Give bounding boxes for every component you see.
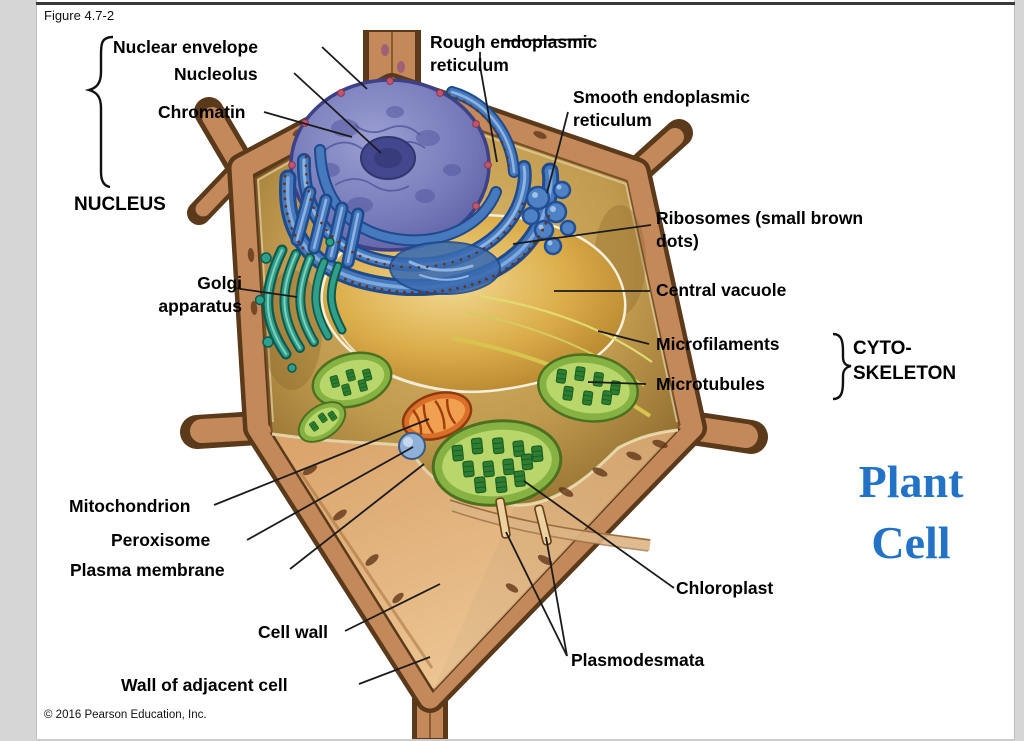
- endoplasmic-reticulum-illustration: [279, 86, 577, 297]
- label-wall-of-adjacent-cell: Wall of adjacent cell: [121, 675, 288, 695]
- label-smooth-er: Smooth endoplasmic reticulum: [573, 87, 750, 131]
- label-mitochondrion: Mitochondrion: [69, 496, 191, 516]
- plasmodesmata-illustration: [495, 497, 552, 546]
- nucleus-brace: [84, 35, 114, 189]
- golgi-apparatus-illustration: [254, 237, 347, 373]
- viewer-bottom-border: [36, 739, 1015, 741]
- peroxisome-illustration: [398, 432, 426, 460]
- chloroplast-illustration: [297, 351, 639, 443]
- viewer-left-gutter: [0, 0, 37, 741]
- label-chloroplast: Chloroplast: [676, 578, 774, 598]
- label-plasmodesmata: Plasmodesmata: [571, 650, 705, 670]
- viewer-top-border: [36, 2, 1015, 5]
- label-nucleus: NUCLEUS: [74, 194, 166, 215]
- label-peroxisome: Peroxisome: [111, 530, 211, 550]
- mitochondrion-illustration: [401, 391, 473, 441]
- label-chromatin: Chromatin: [158, 102, 246, 122]
- braces: [84, 35, 852, 401]
- copyright-notice: © 2016 Pearson Education, Inc.: [44, 709, 207, 721]
- label-rough-er: Rough endoplasmic reticulum: [430, 32, 598, 76]
- label-golgi-apparatus: Golgi apparatus: [158, 273, 242, 317]
- label-cytoskeleton: CYTO- SKELETON: [853, 338, 957, 385]
- plant-cell-title: Plant Cell: [858, 456, 964, 568]
- figure-number: Figure 4.7-2: [44, 8, 115, 23]
- cytoskeleton-brace: [832, 332, 852, 401]
- label-microfilaments: Microfilaments: [656, 334, 780, 354]
- label-nucleolus: Nucleolus: [174, 64, 258, 84]
- label-plasma-membrane: Plasma membrane: [70, 560, 225, 580]
- leader-lines: [213, 38, 675, 685]
- label-nuclear-envelope: Nuclear envelope: [113, 37, 258, 57]
- viewer-right-gutter: [1014, 0, 1024, 741]
- label-ribosomes: Ribosomes (small brown dots): [656, 208, 864, 252]
- label-central-vacuole: Central vacuole: [656, 280, 787, 300]
- label-microtubules: Microtubules: [656, 374, 765, 394]
- label-cell-wall: Cell wall: [258, 622, 329, 642]
- ribosomes-illustration: [283, 93, 552, 294]
